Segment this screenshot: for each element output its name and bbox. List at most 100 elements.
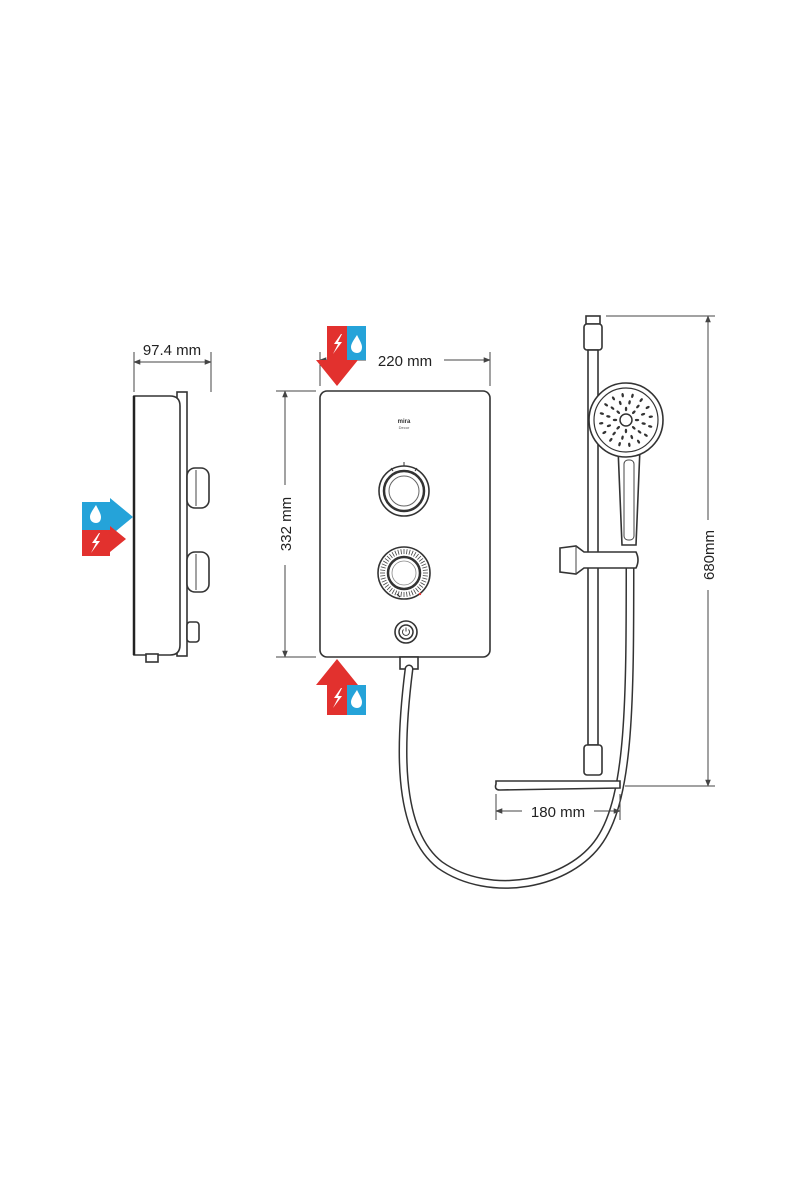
unit-front-panel xyxy=(319,390,491,658)
side-outlet xyxy=(145,653,159,663)
spray-nozzle xyxy=(612,418,618,422)
spray-nozzle xyxy=(606,415,611,418)
spray-nozzle xyxy=(618,400,622,406)
soap-dish xyxy=(494,780,621,791)
spray-nozzle xyxy=(599,412,604,415)
dial-tick xyxy=(413,589,417,594)
side-entry-arrows xyxy=(82,498,133,556)
power-button xyxy=(394,620,418,644)
dial-tick xyxy=(415,553,419,559)
dial-tick xyxy=(417,555,422,560)
side-control-knob-bottom xyxy=(186,551,210,593)
dial-tick xyxy=(386,586,391,591)
dial-tick xyxy=(406,591,408,597)
side-control-knob-top xyxy=(186,467,210,509)
dial-tick xyxy=(420,582,425,586)
width-dimension-label: 220 mm xyxy=(378,353,432,370)
dial-tick xyxy=(394,590,398,596)
bottom-entry-arrows xyxy=(316,659,366,715)
spray-nozzle xyxy=(628,400,631,405)
spray-nozzles xyxy=(599,393,653,447)
spray-nozzle xyxy=(648,415,653,418)
spray-nozzle xyxy=(624,406,628,412)
spray-nozzle xyxy=(640,412,646,416)
dial-tick xyxy=(380,566,386,569)
spray-nozzle xyxy=(641,422,646,425)
electric-bolt-icon xyxy=(316,326,358,386)
dial-tick xyxy=(410,550,414,556)
dial-tick xyxy=(400,591,402,597)
dial-tick xyxy=(391,552,395,557)
dial-tick xyxy=(383,560,388,564)
spray-nozzle xyxy=(634,418,640,422)
spray-nozzle xyxy=(618,442,621,447)
soap-dish-dimension-label: 180 mm xyxy=(531,804,585,821)
side-body xyxy=(133,395,181,656)
spray-nozzle xyxy=(612,431,616,436)
spray-nozzle xyxy=(636,404,640,409)
dial-tick xyxy=(391,589,395,594)
depth-dimension-label: 97.4 mm xyxy=(143,342,201,359)
control-dial-top xyxy=(378,462,430,517)
brand-logo: mira xyxy=(398,419,411,425)
dial-tick xyxy=(406,549,408,555)
spray-nozzle xyxy=(643,433,648,437)
rail-top-bracket xyxy=(583,323,603,351)
rail-bottom-bracket xyxy=(583,744,603,776)
spray-nozzle xyxy=(610,406,615,410)
dial-tick xyxy=(422,577,428,580)
spray-nozzle xyxy=(621,435,624,440)
riser-rail: 680mm 180 mm xyxy=(494,315,720,822)
dial-tick xyxy=(421,563,427,567)
dial-tick xyxy=(384,584,390,588)
shower-hose xyxy=(398,555,635,889)
model-name: Decor xyxy=(399,425,410,430)
dial-tick xyxy=(421,579,427,583)
dial-tick xyxy=(380,577,386,580)
dial-tick xyxy=(415,587,419,593)
dial-tick xyxy=(418,584,424,588)
spray-nozzle xyxy=(637,439,641,444)
slider-bracket xyxy=(559,545,639,575)
dial-tick xyxy=(386,555,391,560)
dial-tick xyxy=(418,558,424,562)
dial-tick xyxy=(408,549,411,555)
spray-nozzle xyxy=(599,422,604,425)
dial-tick xyxy=(381,563,387,567)
side-power-button xyxy=(186,621,200,643)
front-view: mira Decor xyxy=(274,349,491,670)
spray-nozzle xyxy=(630,434,634,440)
dial-tick xyxy=(410,590,414,596)
spray-nozzle xyxy=(604,403,609,407)
dial-tick xyxy=(380,569,386,571)
spray-nozzle xyxy=(616,410,621,414)
spray-nozzle xyxy=(616,425,620,430)
rail-height-dimension-label: 680mm xyxy=(701,530,718,580)
dial-tick xyxy=(413,552,417,557)
dial-tick xyxy=(383,582,388,586)
spray-nozzle xyxy=(637,430,642,434)
side-view: 97.4 mm xyxy=(132,342,212,663)
handset-handle xyxy=(617,447,641,546)
spray-nozzle xyxy=(631,393,634,398)
control-dial-bottom xyxy=(377,546,431,600)
electric-bolt-icon xyxy=(82,526,126,556)
top-entry-arrows xyxy=(316,326,366,386)
dial-tick xyxy=(408,591,411,597)
dial-tick xyxy=(422,575,428,577)
spray-nozzle xyxy=(624,428,628,434)
spray-nozzle xyxy=(602,431,607,435)
dial-tick xyxy=(394,550,398,556)
spray-nozzle xyxy=(611,396,615,401)
spray-nozzle xyxy=(639,398,643,403)
dial-tick xyxy=(389,553,393,559)
spray-nozzle xyxy=(609,437,613,442)
spray-nozzle xyxy=(621,393,624,398)
spray-nozzle xyxy=(648,425,653,428)
dial-tick xyxy=(381,579,387,583)
rail-top-cap xyxy=(585,315,601,325)
spray-nozzle xyxy=(631,426,636,430)
dial-tick xyxy=(397,549,400,555)
spray-nozzle xyxy=(632,410,636,415)
